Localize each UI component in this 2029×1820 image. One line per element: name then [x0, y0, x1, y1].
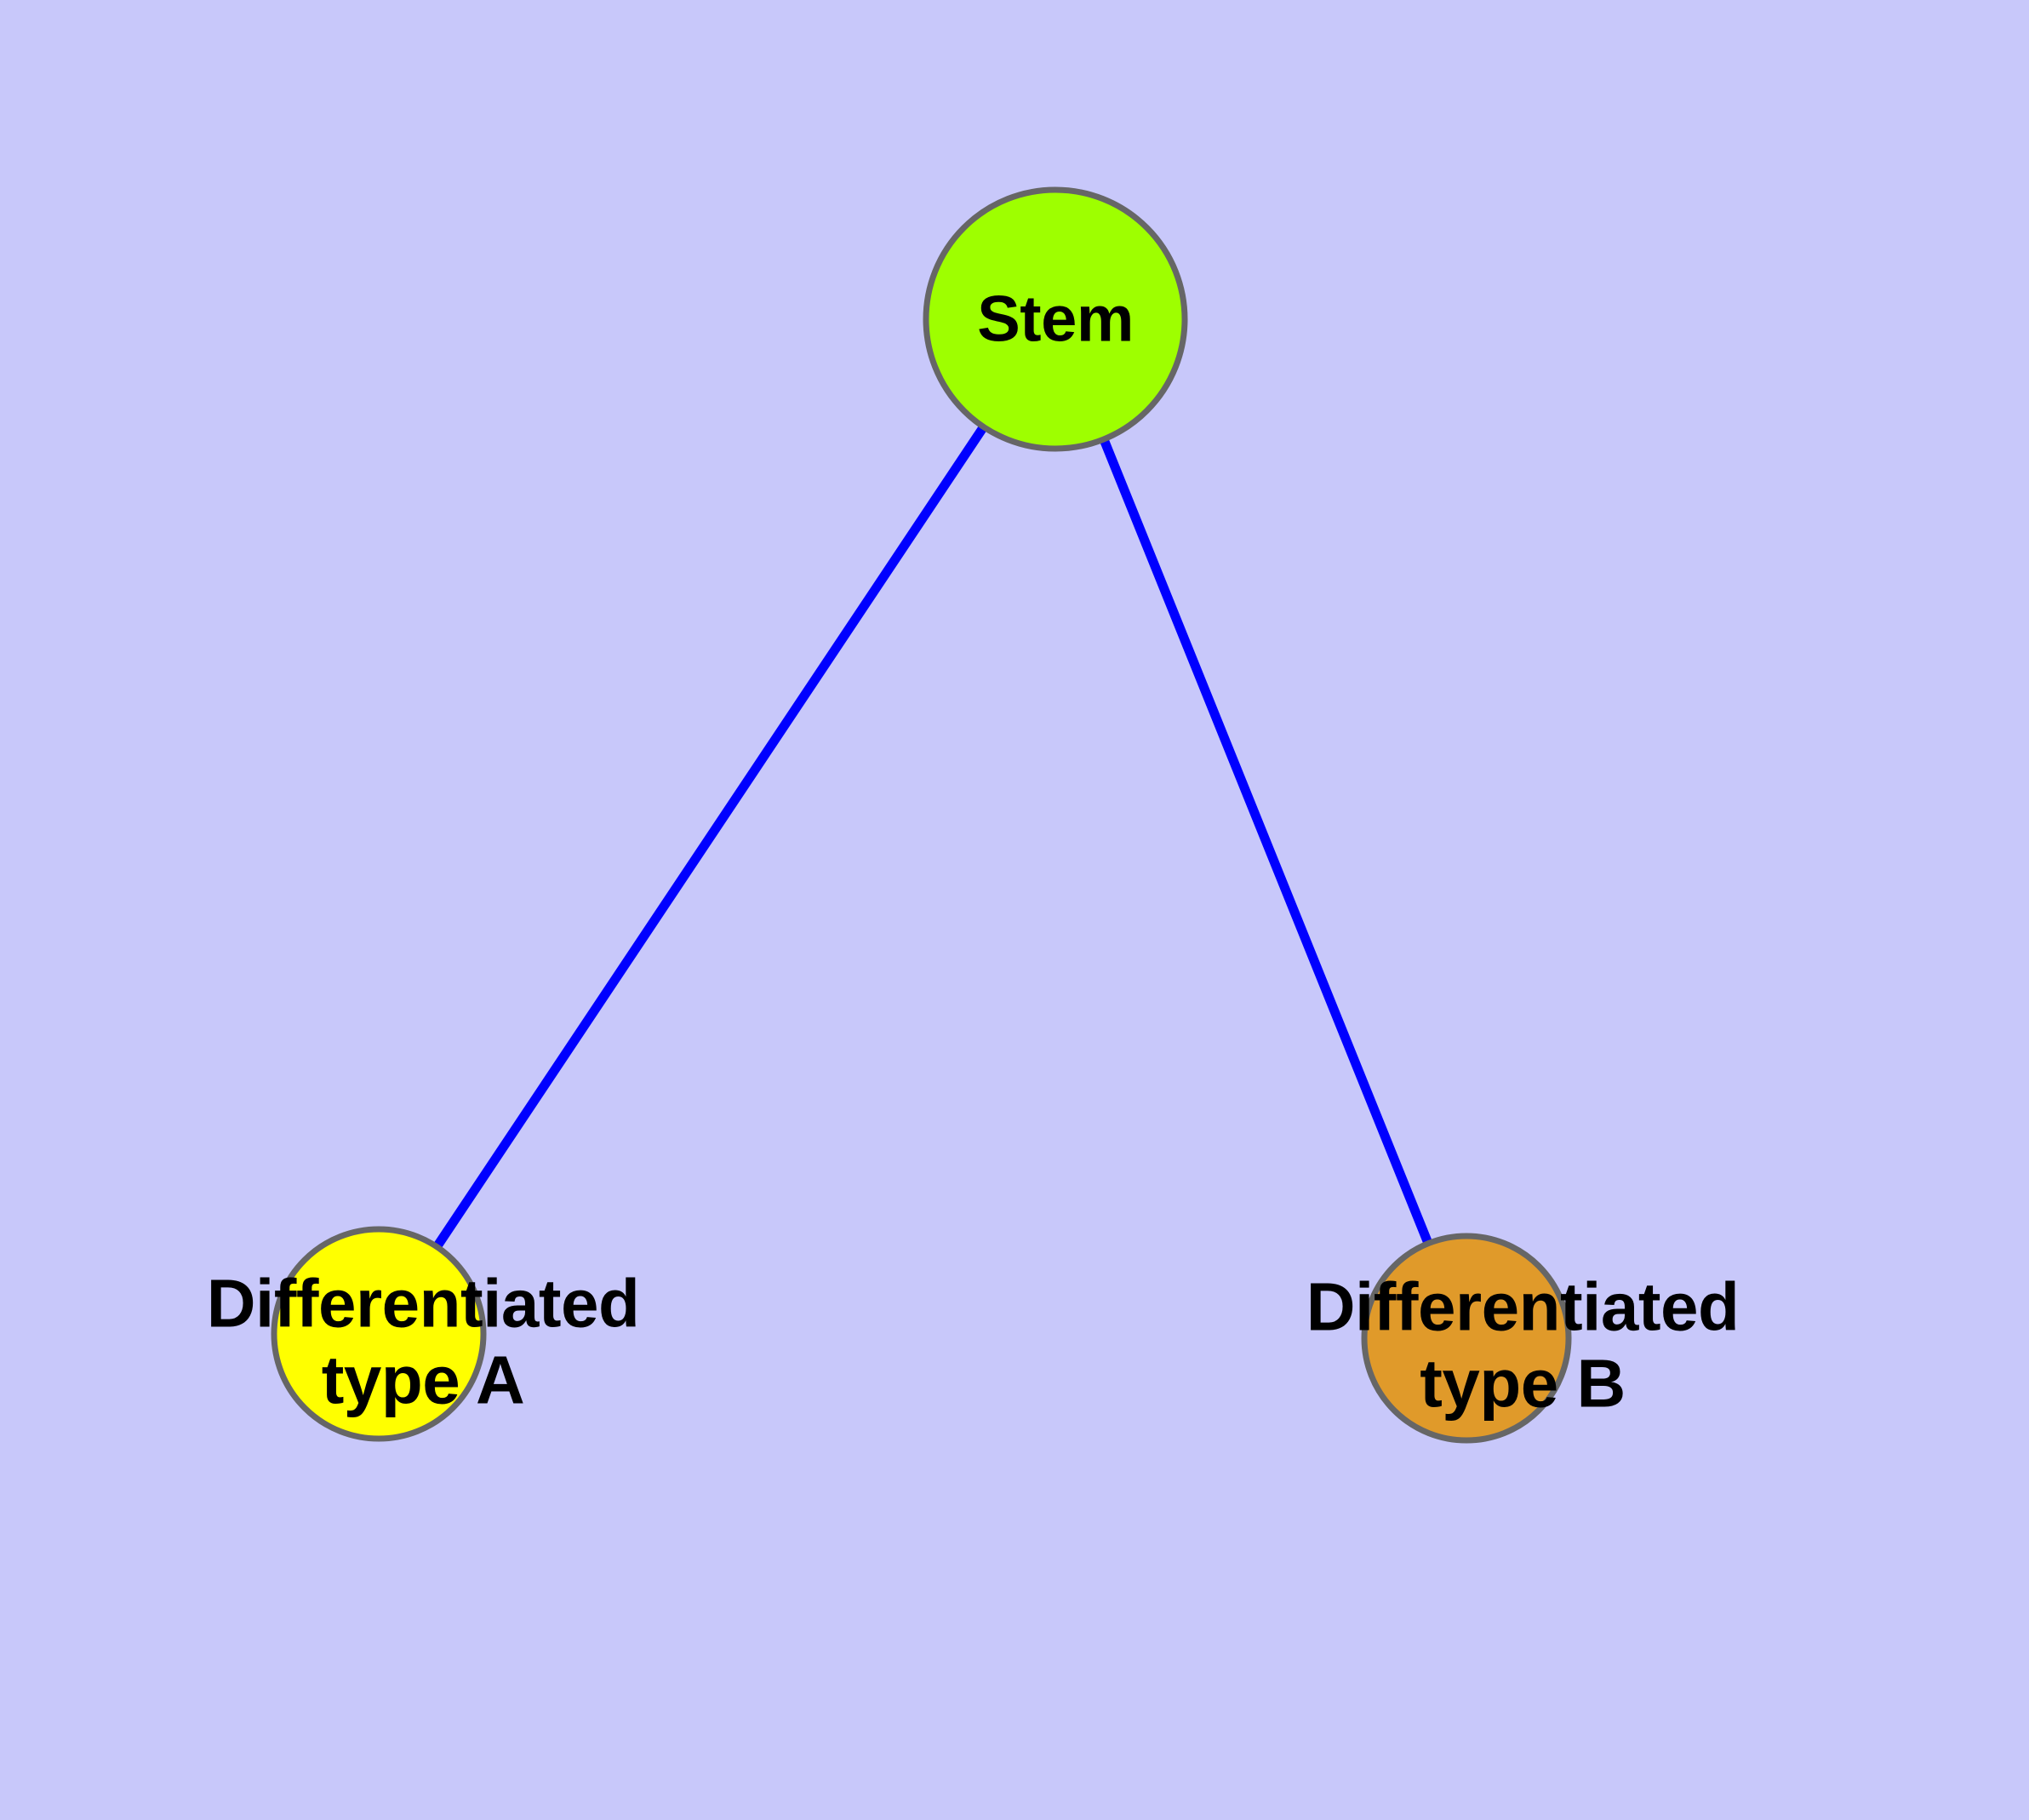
node-diff-type-b[interactable]	[1361, 1233, 1572, 1444]
edge-stem-to-type-a[interactable]	[374, 316, 1060, 1337]
edge-layer	[374, 316, 1472, 1341]
node-layer	[271, 186, 1572, 1444]
node-diff-type-a[interactable]	[271, 1226, 487, 1442]
edge-stem-to-type-b[interactable]	[1050, 317, 1472, 1341]
node-stem[interactable]	[923, 186, 1188, 452]
